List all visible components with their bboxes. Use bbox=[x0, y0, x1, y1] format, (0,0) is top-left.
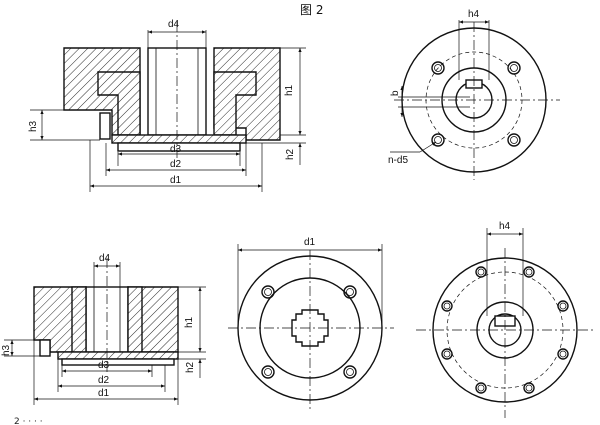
top-section-d4-label: d4 bbox=[168, 19, 180, 30]
bottom-section-d2-label: d2 bbox=[98, 375, 110, 386]
bottom-section-d3-label: d3 bbox=[98, 360, 110, 371]
figure-title: 图 2 bbox=[300, 3, 323, 17]
top-section-d3-label: d3 bbox=[170, 144, 182, 155]
bolt-holes bbox=[441, 266, 569, 394]
top-end-h4-label: h4 bbox=[468, 9, 480, 20]
top-section-h2-label: h2 bbox=[285, 148, 296, 160]
top-end-b-label: b bbox=[390, 90, 401, 96]
top-end-nd5-label: n-d5 bbox=[388, 155, 408, 166]
bottom-spline-d1-label: d1 bbox=[304, 237, 316, 248]
bottom-clamp-plate bbox=[57, 351, 179, 360]
bottom-section-h2-label: h2 bbox=[185, 361, 196, 373]
top-end-view: h4 b n-d5 bbox=[388, 9, 560, 180]
footer-caption: 2 · · · · bbox=[14, 417, 43, 425]
bottom-setscrew bbox=[39, 339, 51, 357]
top-left-clamp-plate bbox=[111, 134, 247, 144]
top-section-h3-label: h3 bbox=[28, 120, 39, 132]
bottom-section-view: d4 d3 d2 d1 h1 h2 h3 bbox=[1, 253, 206, 405]
bottom-section-h3-label: h3 bbox=[1, 344, 12, 356]
bottom-spline-end-view: d1 bbox=[228, 237, 394, 410]
top-left-setscrew bbox=[99, 112, 111, 140]
top-section-h1-label: h1 bbox=[284, 84, 295, 96]
top-section-view: d4 d3 d2 d1 h1 h2 h3 bbox=[28, 19, 306, 192]
bottom-section-d4-label: d4 bbox=[99, 253, 111, 264]
bottom-key-h4-label: h4 bbox=[499, 221, 511, 232]
bottom-key-end-view: h4 bbox=[416, 221, 594, 418]
top-section-d2-label: d2 bbox=[170, 159, 182, 170]
bottom-section-h1-label: h1 bbox=[184, 316, 195, 328]
top-section-d1-label: d1 bbox=[170, 175, 182, 186]
bottom-section-d1-label: d1 bbox=[98, 388, 110, 399]
